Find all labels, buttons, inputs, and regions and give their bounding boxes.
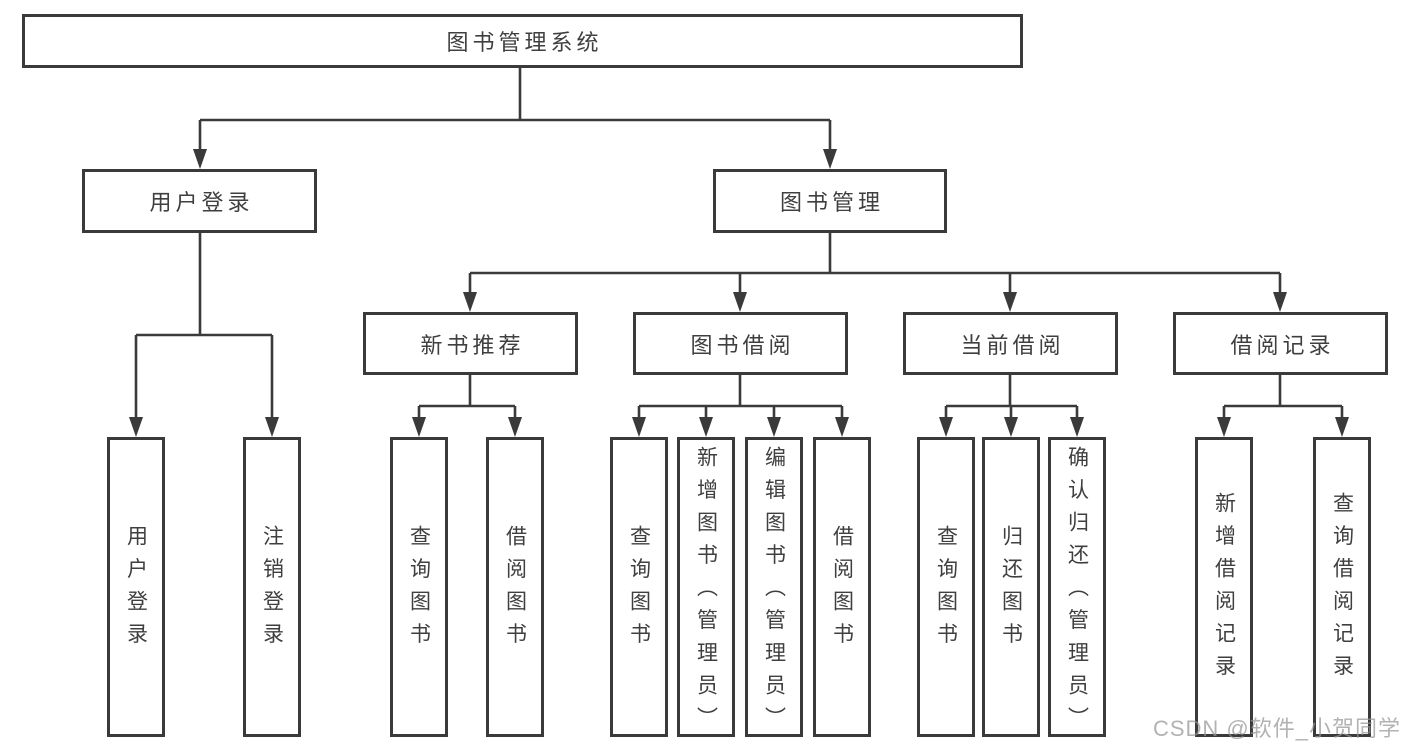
leaf-add-borrow-record: 新增借阅记录 bbox=[1195, 437, 1253, 737]
leaf-borrow-books-recommend-label: 借阅图书 bbox=[503, 525, 527, 656]
node-library-system: 图书管理系统 bbox=[22, 14, 1023, 68]
node-current-borrow: 当前借阅 bbox=[903, 312, 1118, 375]
arrowheads bbox=[129, 149, 1349, 437]
leaf-query-books-recommend: 查询图书 bbox=[390, 437, 448, 737]
leaf-user-login-label: 用户登录 bbox=[124, 525, 148, 656]
node-book-borrow: 图书借阅 bbox=[633, 312, 848, 375]
leaf-add-book-admin: 新增图书（管理员） bbox=[677, 437, 735, 740]
leaf-query-books-borrow-label: 查询图书 bbox=[627, 525, 651, 656]
leaf-add-book-admin-label: 新增图书（管理员） bbox=[694, 446, 718, 740]
watermark: CSDN @软件_小贺同学 bbox=[1152, 716, 1401, 741]
leaf-logout: 注销登录 bbox=[243, 437, 301, 737]
leaf-borrow-book: 借阅图书 bbox=[813, 437, 871, 737]
node-user-login: 用户登录 bbox=[82, 169, 317, 233]
node-borrow-records: 借阅记录 bbox=[1173, 312, 1388, 375]
node-new-book-recommend: 新书推荐 bbox=[363, 312, 578, 375]
leaf-return-book-label: 归还图书 bbox=[999, 525, 1023, 656]
leaf-query-borrow-record-label: 查询借阅记录 bbox=[1330, 492, 1354, 688]
leaf-borrow-books-recommend: 借阅图书 bbox=[486, 437, 544, 737]
leaf-query-books-borrow: 查询图书 bbox=[610, 437, 668, 737]
leaf-edit-book-admin: 编辑图书（管理员） bbox=[745, 437, 803, 740]
leaf-user-login: 用户登录 bbox=[107, 437, 165, 737]
node-book-management: 图书管理 bbox=[713, 169, 947, 233]
leaf-logout-label: 注销登录 bbox=[260, 525, 284, 656]
leaf-edit-book-admin-label: 编辑图书（管理员） bbox=[762, 446, 786, 740]
leaf-borrow-book-label: 借阅图书 bbox=[830, 525, 854, 656]
leaf-query-borrow-record: 查询借阅记录 bbox=[1313, 437, 1371, 737]
leaf-return-book: 归还图书 bbox=[982, 437, 1040, 737]
leaf-confirm-return-admin-label: 确认归还（管理员） bbox=[1065, 446, 1089, 740]
leaf-query-books-recommend-label: 查询图书 bbox=[407, 525, 431, 656]
leaf-query-books-current: 查询图书 bbox=[917, 437, 975, 737]
leaf-confirm-return-admin: 确认归还（管理员） bbox=[1048, 437, 1106, 740]
leaf-query-books-current-label: 查询图书 bbox=[934, 525, 958, 656]
leaf-add-borrow-record-label: 新增借阅记录 bbox=[1212, 492, 1236, 688]
